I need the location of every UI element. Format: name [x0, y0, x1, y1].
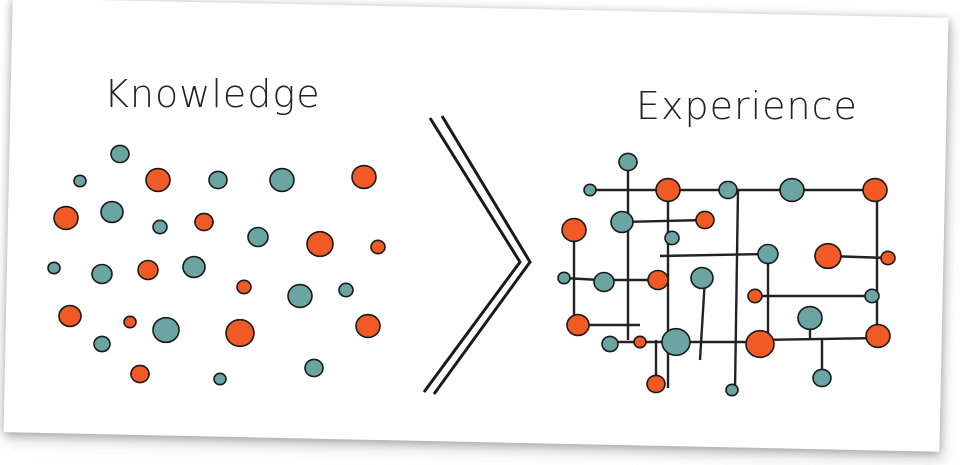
experience-dot — [718, 180, 738, 200]
knowledge-dot — [236, 279, 252, 295]
knowledge-dot — [152, 219, 168, 235]
experience-dot — [664, 230, 680, 246]
knowledge-dot — [123, 315, 137, 329]
experience-dot — [862, 177, 888, 203]
experience-dot — [814, 242, 842, 270]
experience-dot — [646, 374, 666, 394]
experience-dot — [661, 327, 691, 357]
experience-dot — [695, 210, 715, 230]
experience-dot — [618, 152, 638, 172]
knowledge-dot — [93, 335, 111, 353]
knowledge-dot — [213, 372, 227, 386]
knowledge-dot — [58, 304, 82, 328]
knowledge-dot — [53, 205, 79, 231]
chevron-arrow-icon — [422, 115, 532, 395]
experience-dot — [655, 177, 681, 203]
experience-dot — [583, 183, 597, 197]
knowledge-dot — [269, 167, 295, 193]
knowledge-dot — [194, 212, 214, 232]
knowledge-dot — [73, 174, 87, 188]
knowledge-dot — [137, 259, 159, 281]
knowledge-dot — [130, 364, 150, 384]
experience-dot — [647, 269, 669, 291]
knowledge-dot — [338, 282, 354, 298]
experience-dot — [725, 383, 739, 397]
knowledge-dot — [304, 358, 324, 378]
knowledge-dot — [110, 144, 130, 164]
knowledge-dot — [208, 170, 228, 190]
experience-dot — [566, 313, 590, 337]
knowledge-dot — [355, 313, 381, 339]
experience-dot — [745, 329, 775, 359]
knowledge-dot — [182, 255, 206, 279]
knowledge-dot — [351, 164, 377, 190]
knowledge-dot — [306, 230, 334, 258]
experience-title: Experience — [636, 84, 858, 128]
experience-dot — [812, 368, 832, 388]
knowledge-dot — [47, 261, 61, 275]
knowledge-dot — [100, 200, 124, 224]
knowledge-dot — [225, 318, 255, 348]
experience-dot — [561, 217, 587, 243]
knowledge-dot — [247, 226, 269, 248]
experience-connection-lines — [563, 162, 889, 391]
knowledge-dot — [370, 239, 386, 255]
experience-dot — [864, 288, 880, 304]
experience-dot — [865, 323, 891, 349]
knowledge-dot — [91, 263, 113, 285]
experience-dot — [610, 210, 634, 234]
knowledge-title: Knowledge — [104, 72, 321, 116]
experience-dot — [601, 335, 619, 353]
experience-dot-network — [557, 152, 896, 397]
experience-dot — [779, 177, 805, 203]
knowledge-dot — [287, 283, 313, 309]
knowledge-dot — [152, 316, 180, 344]
experience-dot — [690, 266, 714, 290]
experience-dot — [593, 271, 615, 293]
experience-dot — [633, 335, 647, 349]
knowledge-dot-cluster — [47, 144, 386, 386]
experience-dot — [757, 243, 779, 265]
experience-dot — [880, 250, 896, 266]
knowledge-dot — [145, 167, 171, 193]
experience-dot — [797, 305, 823, 331]
experience-dot — [557, 271, 571, 285]
experience-dot — [747, 288, 763, 304]
